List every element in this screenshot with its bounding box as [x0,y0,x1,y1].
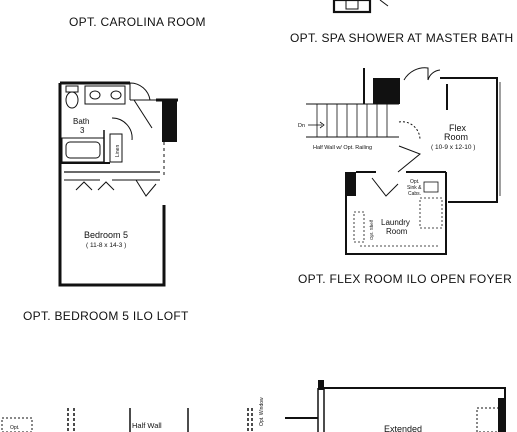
bottom-extended: Extended [384,424,422,432]
spa-shower-fragment [332,0,389,14]
bottom-strip [1,380,506,432]
flex-plan [306,67,501,255]
bottom-opt-window: Opt. Window [259,397,265,426]
bath-number: 3 [80,126,85,135]
laundry-name: Laundry [381,218,410,227]
shelf-note: Opt. Shelf [369,219,374,240]
bottom-opt-small: Opt. [10,425,19,431]
half-wall-note: Half Wall w/ Opt. Railing [313,145,372,151]
linen-label: Linen [115,145,121,157]
laundry-name2: Room [386,227,408,236]
sink-note-3: Cabs. [408,191,421,197]
dn-label: Dn [298,123,305,129]
bath-name: Bath [73,117,89,126]
bedroom5-name: Bedroom 5 [84,230,128,240]
sink-note-2: Sink & [407,185,422,191]
caption-bedroom5: OPT. BEDROOM 5 ILO LOFT [23,309,189,323]
caption-carolina-room: OPT. CAROLINA ROOM [69,15,206,29]
caption-spa-shower: OPT. SPA SHOWER AT MASTER BATH [290,31,514,45]
flex-name: Flex [449,123,467,133]
bedroom5-dims: ( 11-8 x 14-3 ) [86,242,126,249]
sink-note-1: Opt. [410,179,419,185]
bedroom5-plan [58,81,178,287]
bottom-half-wall: Half Wall [132,421,162,430]
flex-dims: ( 10-9 x 12-10 ) [431,144,475,151]
flex-name2: Room [444,132,468,142]
caption-flex-room: OPT. FLEX ROOM ILO OPEN FOYER [298,272,513,286]
